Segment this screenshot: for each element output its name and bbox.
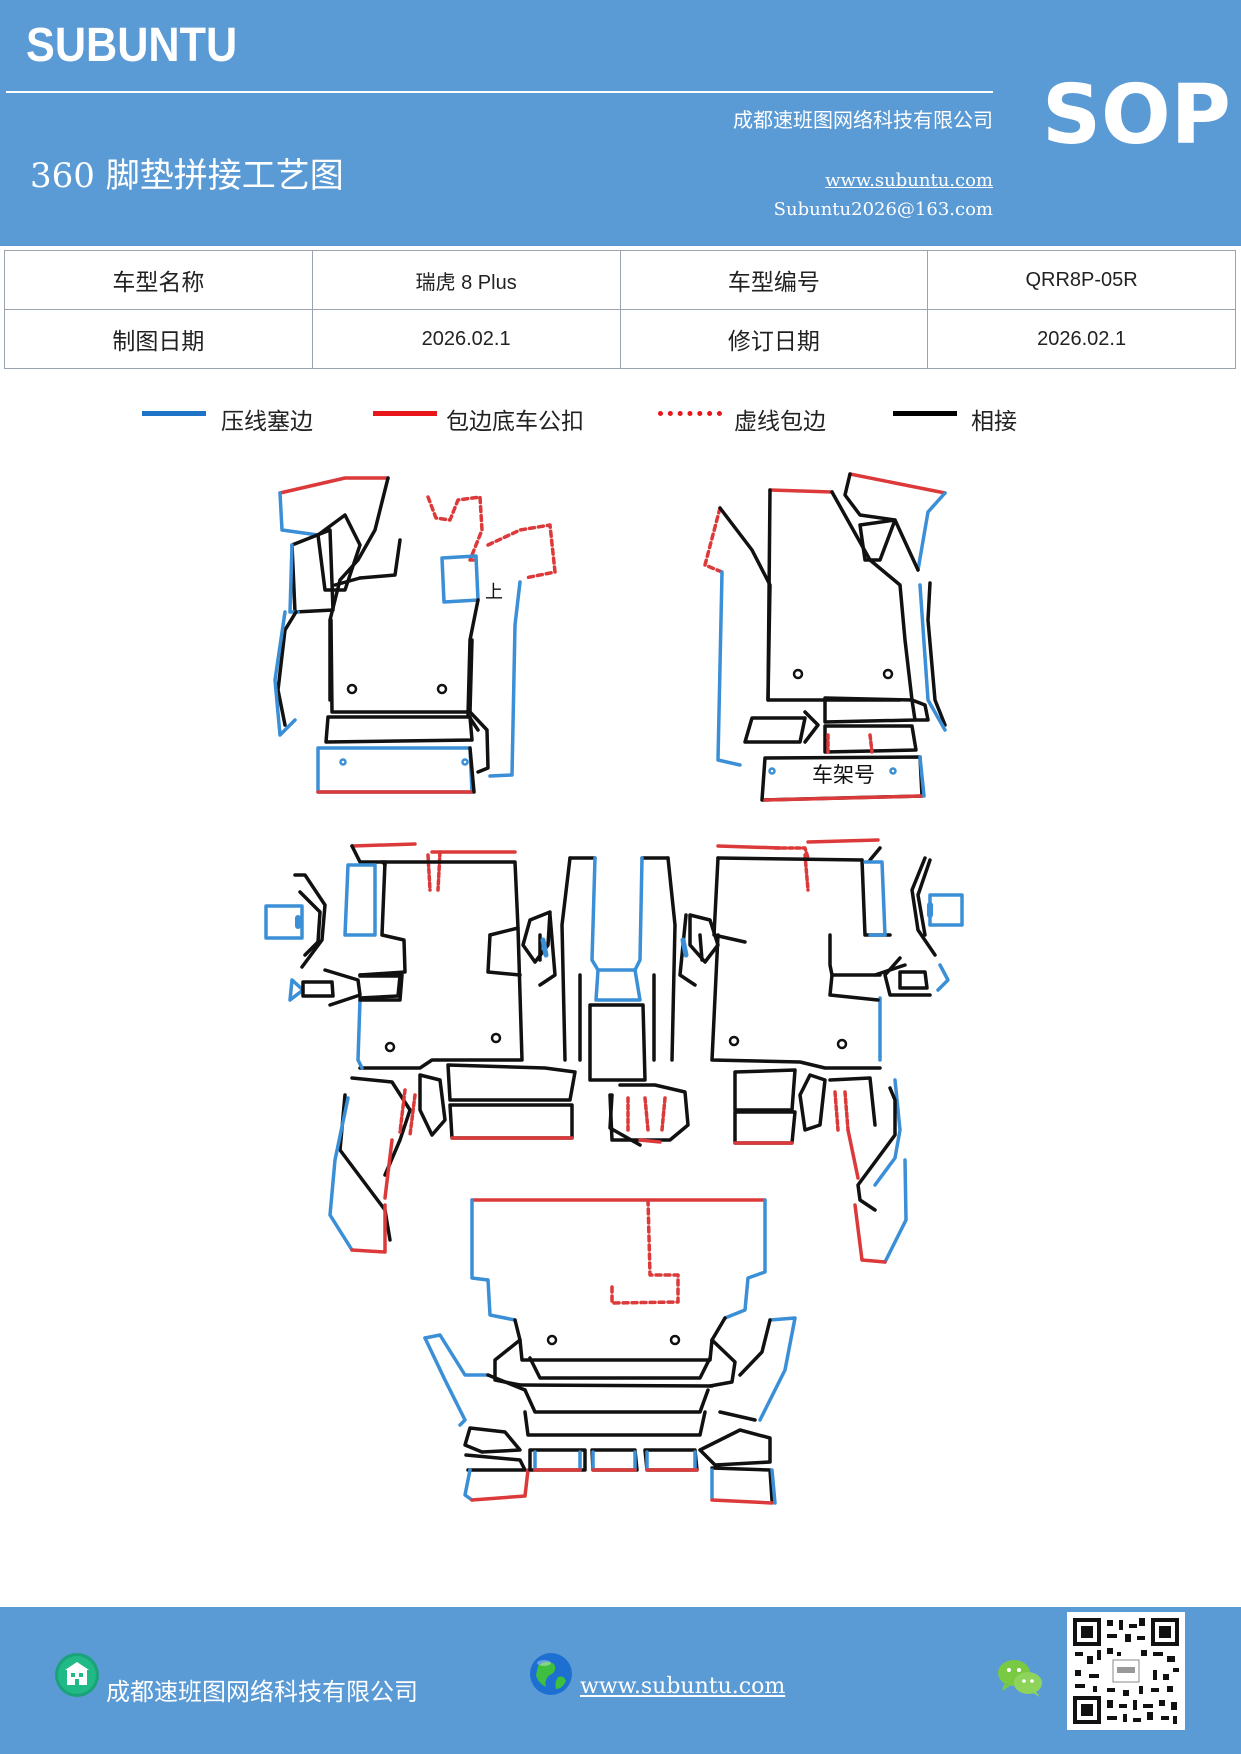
qr-code-image <box>1067 1612 1185 1730</box>
legend-swatch-red-dotted <box>658 411 722 416</box>
label-model-name: 车型名称 <box>4 250 313 310</box>
label-up: 上 <box>485 582 503 603</box>
legend: 压线塞边 包边底车公扣 虚线包边 相接 <box>0 398 1241 438</box>
legend-label: 压线塞边 <box>221 409 313 435</box>
value-draw-date: 2026.02.1 <box>311 309 621 369</box>
value-model-name: 瑞虎 8 Plus <box>311 250 621 310</box>
label-revision-date: 修订日期 <box>619 309 929 369</box>
legend-label: 相接 <box>971 409 1017 435</box>
trunk-mat <box>423 1198 797 1505</box>
table-row: 车型名称 瑞虎 8 Plus 车型编号 QRR8P-05R <box>4 250 1236 310</box>
legend-swatch-blue <box>142 411 206 416</box>
sop-badge: SOP <box>1042 68 1231 163</box>
footer-banner: 成都速班图网络科技有限公司 www.subuntu.com <box>0 1607 1241 1754</box>
header-website-link[interactable]: www.subuntu.com <box>825 170 993 191</box>
legend-swatch-red <box>373 411 437 416</box>
legend-label: 包边底车公扣 <box>446 409 584 435</box>
header-email: Subuntu2026@163.com <box>773 199 993 220</box>
globe-icon <box>530 1653 572 1695</box>
footer-company: 成都速班图网络科技有限公司 <box>106 1678 418 1706</box>
label-vin: 车架号 <box>812 763 875 787</box>
brand-logo: SUBUNTU <box>26 19 238 72</box>
wechat-icon <box>998 1660 1042 1697</box>
vehicle-info-table: 车型名称 瑞虎 8 Plus 车型编号 QRR8P-05R 制图日期 2026.… <box>4 250 1236 369</box>
center-tunnel-mat <box>560 856 690 1147</box>
label-draw-date: 制图日期 <box>4 309 313 369</box>
legend-label: 虚线包边 <box>734 409 826 435</box>
footer-website-link[interactable]: www.subuntu.com <box>580 1674 786 1699</box>
label-model-code: 车型编号 <box>619 250 929 310</box>
header-divider <box>6 91 993 93</box>
value-revision-date: 2026.02.1 <box>927 309 1236 369</box>
legend-swatch-black <box>893 411 957 416</box>
value-model-code: QRR8P-05R <box>927 250 1236 310</box>
front-right-mat <box>703 472 947 802</box>
mat-splicing-diagram: 上 车架号 <box>264 472 964 1505</box>
header-banner: SUBUNTU 成都速班图网络科技有限公司 360 脚垫拼接工艺图 www.su… <box>0 0 1241 246</box>
page-title: 360 脚垫拼接工艺图 <box>30 156 344 196</box>
front-left-mat <box>273 476 557 794</box>
building-icon <box>55 1653 99 1697</box>
table-row: 制图日期 2026.02.1 修订日期 2026.02.1 <box>4 309 1236 369</box>
header-company: 成都速班图网络科技有限公司 <box>733 108 993 132</box>
second-row-right-mat <box>678 838 964 1264</box>
qr-code <box>1067 1612 1185 1730</box>
second-row-left-mat <box>264 842 577 1254</box>
